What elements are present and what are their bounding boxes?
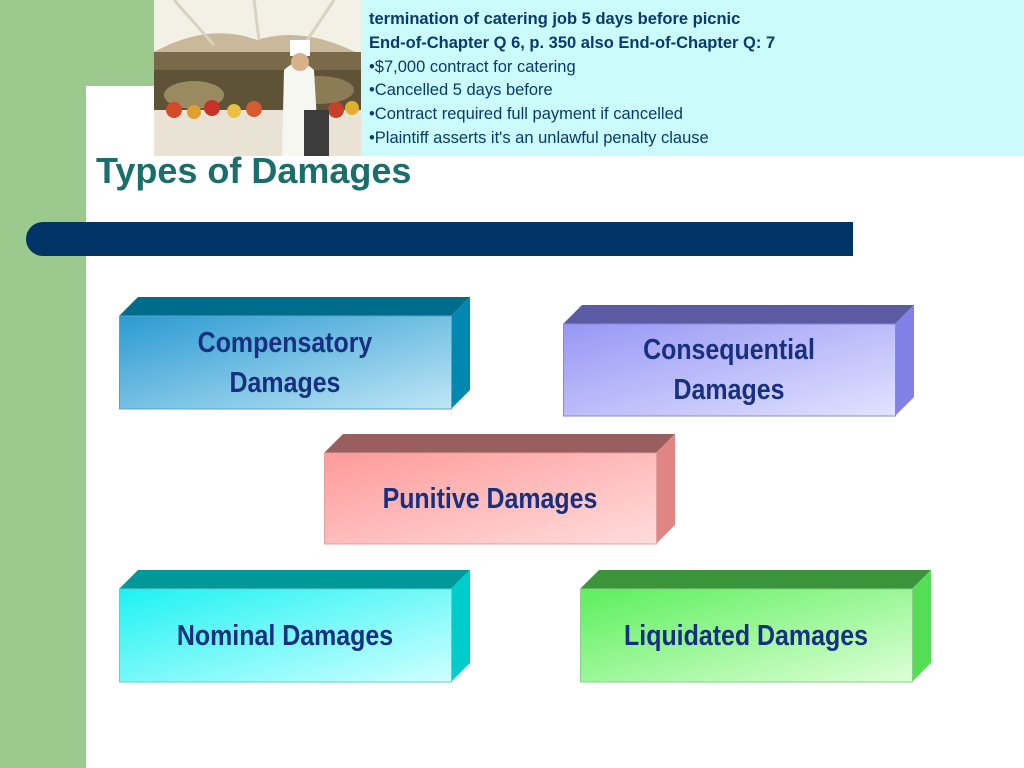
box-label-line: Damages xyxy=(229,366,341,399)
case-heading: termination of catering job 5 days befor… xyxy=(369,10,741,28)
corner-white-curve xyxy=(86,86,156,156)
left-green-strip xyxy=(0,0,86,768)
catering-photo xyxy=(154,0,361,156)
page-title: Types of Damages xyxy=(96,150,412,191)
case-reference: End-of-Chapter Q 6, p. 350 also End-of-C… xyxy=(369,33,776,52)
box-label-line: Compensatory xyxy=(197,326,373,359)
case-info-band xyxy=(360,0,1024,156)
box-label-line: Consequential xyxy=(643,334,815,366)
title-underline-bar xyxy=(26,222,853,256)
consequential-damages-box: Consequential Damages xyxy=(563,305,915,417)
case-bullet: •Cancelled 5 days before xyxy=(369,81,553,100)
case-bullet: •Plaintiff asserts it's an unlawful pena… xyxy=(369,128,709,147)
liquidated-damages-box: Liquidated Damages xyxy=(580,570,932,683)
case-bullet: •$7,000 contract for catering xyxy=(369,57,576,76)
nominal-damages-box: Nominal Damages xyxy=(119,570,471,683)
box-label-line: Punitive Damages xyxy=(382,482,598,515)
compensatory-damages-box: Compensatory Damages xyxy=(119,297,471,410)
box-label-line: Damages xyxy=(673,374,785,406)
corner-green-fill xyxy=(86,0,156,86)
box-label-line: Nominal Damages xyxy=(176,619,394,652)
case-bullet: •Contract required full payment if cance… xyxy=(369,105,683,124)
case-details: termination of catering job 5 days befor… xyxy=(369,8,1019,151)
box-label-line: Liquidated Damages xyxy=(624,619,868,652)
punitive-damages-box: Punitive Damages xyxy=(324,434,676,545)
